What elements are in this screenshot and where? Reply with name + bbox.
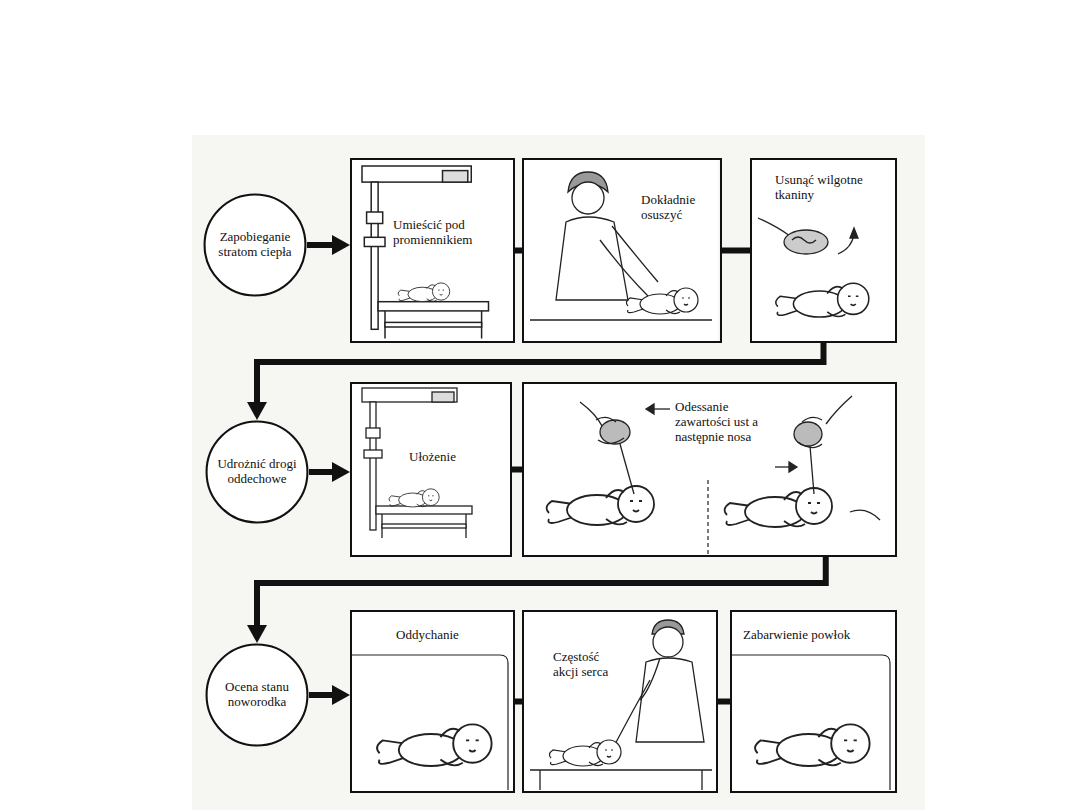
panel-grounds bbox=[350, 158, 897, 793]
step-label: Oddychanie bbox=[395, 628, 460, 643]
step-circle: Zapobieganie stratom ciepła bbox=[203, 193, 307, 297]
scan-page bbox=[192, 135, 925, 810]
arrowhead bbox=[247, 625, 267, 643]
step-label: Dokładnie osuszyć bbox=[640, 193, 716, 223]
flow-connector bbox=[247, 557, 826, 643]
connector-line bbox=[718, 699, 730, 705]
step-label: Zabarwienie powłok bbox=[742, 628, 851, 643]
step-title: Ocena stanu noworodka bbox=[213, 680, 301, 710]
step-box: Zabarwienie powłok bbox=[730, 610, 897, 793]
flow-connector bbox=[512, 469, 522, 470]
step-label: Usunąć wilgotne tkaniny bbox=[774, 173, 888, 203]
newborn-color bbox=[732, 655, 890, 790]
step-title: Zapobieganie stratom ciepła bbox=[211, 230, 299, 260]
flow-connector bbox=[307, 235, 350, 255]
step-box: Dokładnie osuszyć bbox=[522, 158, 722, 343]
connector-line bbox=[307, 242, 333, 248]
flow-connector bbox=[515, 250, 522, 251]
suction-left bbox=[547, 402, 670, 525]
step-label: Częstość akcji serca bbox=[552, 650, 626, 680]
arrowhead bbox=[247, 402, 267, 420]
arrowhead bbox=[332, 462, 350, 482]
step-box: Usunąć wilgotne tkaniny bbox=[750, 158, 897, 343]
step-circle: Ocena stanu noworodka bbox=[205, 643, 309, 747]
connector-line bbox=[515, 699, 522, 705]
connector-line bbox=[309, 692, 333, 698]
step-label: Ułożenie bbox=[408, 450, 457, 465]
divider bbox=[707, 480, 708, 555]
step-box: Odessanie zawartości ust a następnie nos… bbox=[522, 382, 897, 557]
step-box: Ułożenie bbox=[350, 382, 512, 557]
step-label: Odessanie zawartości ust a następnie nos… bbox=[674, 400, 772, 445]
step-title: Udrożnić drogi oddechowe bbox=[213, 457, 301, 487]
connector-line bbox=[515, 248, 522, 254]
step-box: Częstość akcji serca bbox=[522, 610, 718, 793]
step-label: Umieścić pod promiennikiem bbox=[392, 218, 494, 248]
radiant-warmer bbox=[362, 388, 472, 538]
step-box: Oddychanie bbox=[350, 610, 515, 793]
connector-line bbox=[257, 343, 824, 403]
connector-line bbox=[512, 467, 522, 473]
flow-connector bbox=[309, 685, 350, 705]
arrowhead bbox=[332, 235, 350, 255]
newborn-breathing bbox=[352, 655, 508, 790]
flow-connector bbox=[515, 701, 522, 702]
connector-line bbox=[722, 248, 750, 254]
flow-connector bbox=[309, 462, 350, 482]
flow-connector bbox=[722, 250, 750, 251]
step-box: Umieścić pod promiennikiem bbox=[350, 158, 515, 343]
arrowhead bbox=[332, 685, 350, 705]
step-circle: Udrożnić drogi oddechowe bbox=[205, 420, 309, 524]
connector-line bbox=[309, 469, 333, 475]
flow-connector bbox=[718, 701, 730, 702]
connector-line bbox=[257, 557, 826, 626]
nurse-stethoscope bbox=[530, 620, 712, 790]
radiant-warmer bbox=[362, 166, 489, 339]
remove-cloth bbox=[758, 218, 869, 317]
